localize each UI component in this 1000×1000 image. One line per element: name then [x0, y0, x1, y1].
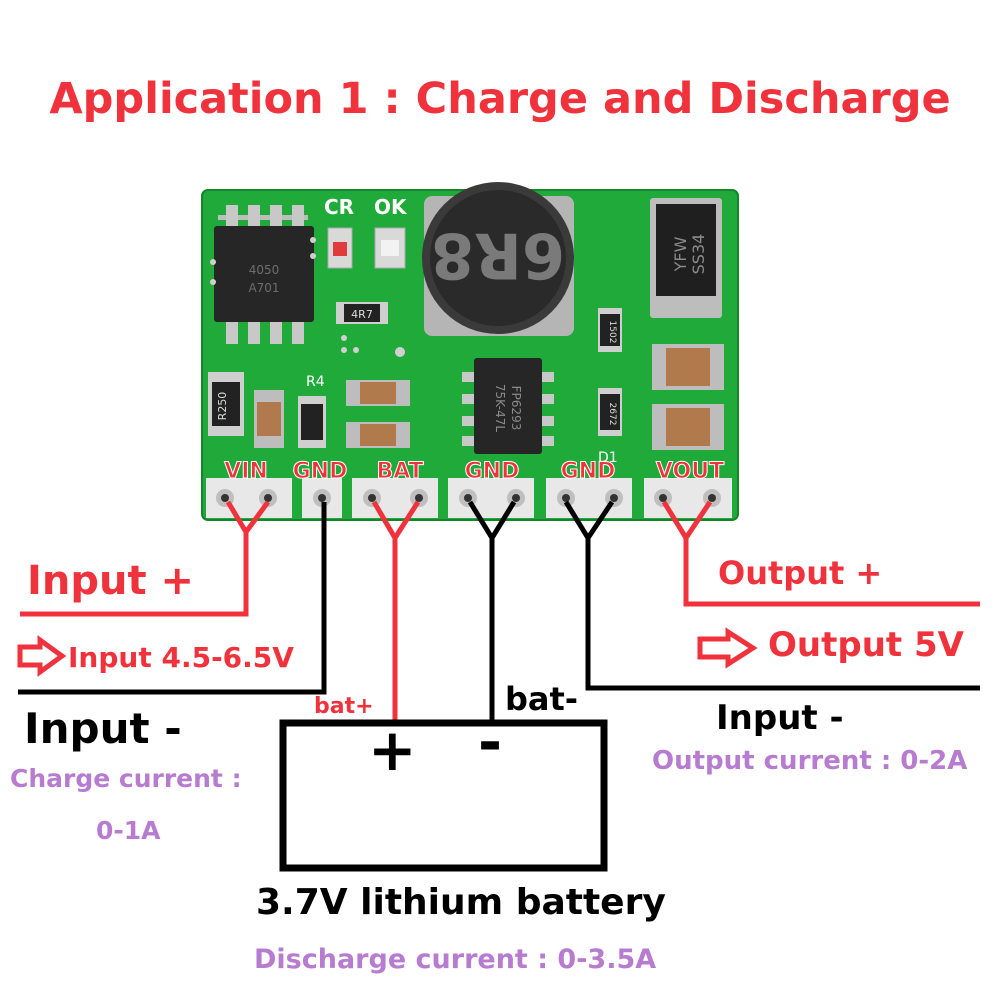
resistor-2672: 2672 — [598, 388, 622, 436]
label-r4: R4 — [306, 374, 325, 390]
label-output-plus: Output + — [718, 554, 883, 592]
wire-input-minus — [18, 502, 327, 695]
svg-text:75K-47L: 75K-47L — [493, 384, 507, 432]
header-pins — [206, 478, 732, 518]
label-bat-plus: bat+ — [314, 694, 374, 719]
svg-text:FP6293: FP6293 — [509, 386, 523, 431]
battery-box — [279, 719, 608, 872]
capacitor-mid-2 — [346, 422, 410, 448]
pin-label-vout: VOUT — [656, 459, 724, 484]
led-cr — [327, 227, 353, 269]
ic-left: 4050 A701 — [214, 205, 314, 344]
led-label-cr: CR — [324, 195, 354, 219]
svg-text:YFW: YFW — [671, 236, 690, 272]
svg-text:SS34: SS34 — [689, 234, 708, 275]
wire-output-plus — [683, 538, 980, 607]
label-input-plus: Input + — [27, 558, 195, 604]
arrow-icon-output — [697, 627, 758, 669]
inductor-marking: 6R8 — [431, 219, 565, 292]
battery-minus-sign: - — [478, 708, 503, 776]
svg-text:1502: 1502 — [607, 321, 617, 344]
label-battery: 3.7V lithium battery — [256, 882, 666, 923]
capacitor-right-1 — [652, 344, 724, 390]
label-output-current: Output current : 0-2A — [652, 746, 968, 776]
label-charge-current-1: Charge current : — [10, 764, 242, 793]
diode: YFW SS34 — [650, 198, 722, 318]
page-title: Application 1 : Charge and Discharge — [49, 74, 951, 124]
arrow-icon-input — [17, 635, 67, 677]
resistor-4r7: 4R7 — [336, 302, 388, 324]
capacitor-right-2 — [652, 404, 724, 450]
pin-label-gnd-2: GND — [465, 459, 520, 484]
pin-label-gnd-1: GND — [293, 459, 348, 484]
wire-input-plus — [20, 532, 249, 617]
label-d1: D1 — [598, 450, 618, 466]
resistor-1502: 1502 — [598, 308, 622, 352]
pin-label-vin: VIN — [224, 459, 268, 484]
ic-left-marking-2: A701 — [248, 281, 279, 295]
capacitor-left — [254, 390, 284, 448]
led-label-ok: OK — [374, 195, 408, 219]
label-discharge-current: Discharge current : 0-3.5A — [254, 944, 657, 975]
label-input-range: Input 4.5-6.5V — [68, 641, 294, 674]
svg-text:2672: 2672 — [607, 403, 617, 426]
resistor-r4 — [298, 396, 326, 448]
capacitor-mid-1 — [346, 380, 410, 406]
pin-label-bat: BAT — [376, 459, 423, 484]
label-input-minus: Input - — [24, 704, 182, 753]
label-input-minus-right: Input - — [716, 698, 844, 738]
pcb-board: 4050 A701 CR OK 4R7 6R8 — [201, 182, 739, 521]
inductor: 6R8 — [422, 182, 574, 336]
ic-center: FP6293 75K-47L — [462, 358, 554, 454]
ic-left-marking-1: 4050 — [249, 263, 280, 277]
pin-labels: VIN GND BAT GND GND VOUT — [224, 459, 725, 485]
wire-gnd-right — [585, 538, 980, 691]
battery-plus-sign: + — [368, 716, 417, 784]
svg-text:4R7: 4R7 — [351, 308, 373, 321]
label-charge-current-2: 0-1A — [96, 816, 161, 845]
svg-text:R250: R250 — [216, 392, 229, 421]
pin-label-gnd-3: GND — [561, 459, 616, 484]
label-bat-minus: bat- — [505, 680, 579, 718]
label-output-5v: Output 5V — [768, 625, 964, 665]
led-ok — [374, 227, 406, 269]
resistor-r250: R250 — [208, 372, 244, 436]
wires — [18, 500, 980, 722]
